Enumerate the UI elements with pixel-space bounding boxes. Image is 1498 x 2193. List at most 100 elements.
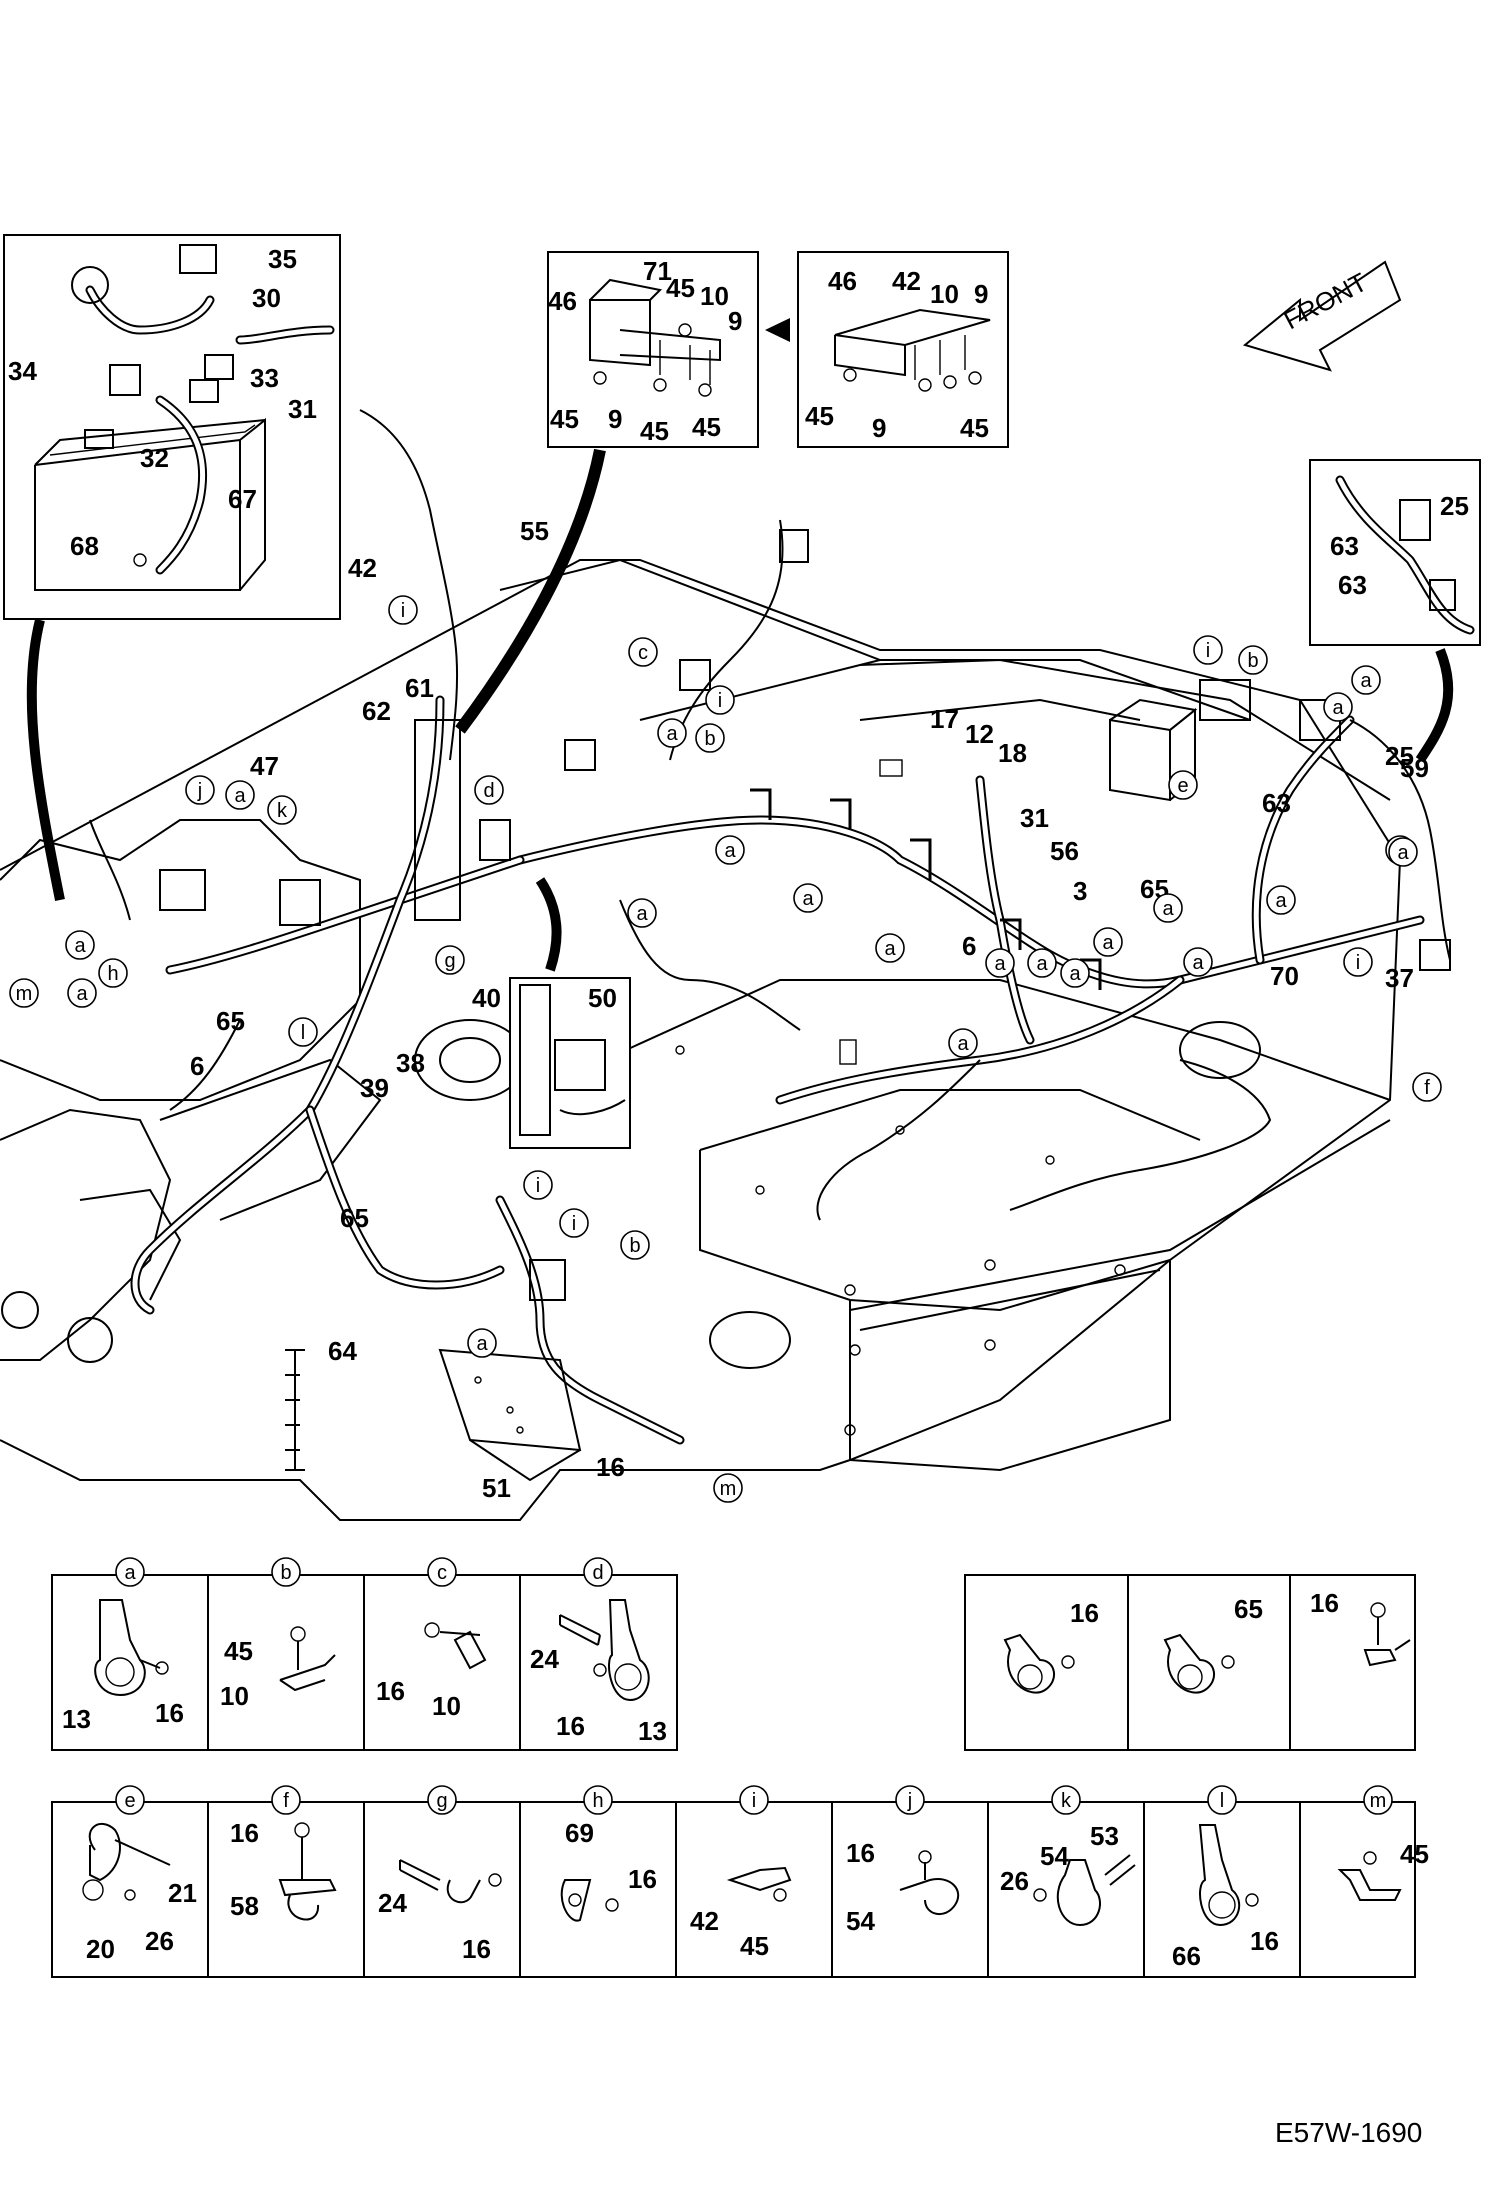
callout-31: 31	[288, 394, 317, 424]
callout-3: 3	[1073, 876, 1087, 906]
letter-marker-a: a	[1323, 692, 1353, 722]
callout-35: 35	[268, 244, 297, 274]
callout-66: 66	[1172, 1941, 1201, 1971]
letter-marker-a: a	[985, 948, 1015, 978]
letter-marker-i: i	[1343, 947, 1373, 977]
letter-text: m	[16, 983, 33, 1005]
letter-text: b	[1247, 650, 1258, 672]
letter-text: a	[666, 723, 678, 745]
letter-text: a	[124, 1562, 136, 1584]
letter-marker-a: a	[1153, 893, 1183, 923]
letter-marker-a: a	[67, 978, 97, 1008]
callout-65: 65	[216, 1006, 245, 1036]
letter-marker-i: i	[388, 595, 418, 625]
letter-marker-c: c	[427, 1557, 457, 1587]
relay-inset	[509, 977, 631, 1149]
letter-marker-g: g	[435, 945, 465, 975]
callout-62: 62	[362, 696, 391, 726]
letter-text: a	[802, 888, 814, 910]
letter-marker-i: i	[1193, 635, 1223, 665]
letter-marker-a: a	[1060, 958, 1090, 988]
letter-marker-a: a	[948, 1028, 978, 1058]
callout-65: 65	[1234, 1594, 1263, 1624]
letter-text: i	[572, 1213, 576, 1235]
letter-text: g	[436, 1790, 447, 1812]
callout-39: 39	[360, 1073, 389, 1103]
front-label: FRONT	[1279, 267, 1372, 336]
callout-16: 16	[462, 1934, 491, 1964]
letter-marker-i: i	[523, 1170, 553, 1200]
callout-13: 13	[638, 1716, 667, 1746]
letter-marker-a: a	[225, 780, 255, 810]
callout-numbers: 35 30 34 33 31 32 67 68 71 46 45 10 9 45…	[8, 244, 1469, 1503]
letter-marker-j: j	[895, 1785, 925, 1815]
callout-33: 33	[250, 363, 279, 393]
letter-marker-g: g	[427, 1785, 457, 1815]
bracket-inset-right	[797, 251, 1009, 448]
letter-marker-a: a	[1183, 947, 1213, 977]
callout-71: 71	[643, 256, 672, 286]
letter-text: a	[1275, 890, 1287, 912]
chassis-drawing	[0, 558, 1402, 1521]
letter-text: a	[1102, 932, 1114, 954]
pointer-wedge	[1415, 648, 1454, 763]
letter-marker-b: b	[620, 1230, 650, 1260]
callout-69: 69	[565, 1818, 594, 1848]
letter-text: j	[197, 780, 202, 802]
front-arrow	[1242, 260, 1402, 372]
callout-16: 16	[155, 1698, 184, 1728]
letter-marker-f: f	[1412, 1072, 1442, 1102]
letter-marker-a: a	[1388, 837, 1418, 867]
callout-9: 9	[974, 279, 988, 309]
connector-inset-right	[1309, 459, 1481, 763]
letter-text: a	[476, 1333, 488, 1355]
arrow-icon	[765, 318, 790, 342]
letter-text: h	[107, 963, 118, 985]
callout-17: 17	[930, 704, 959, 734]
callout-21: 21	[168, 1878, 197, 1908]
callout-18: 18	[998, 738, 1027, 768]
letter-marker-i: i	[739, 1785, 769, 1815]
callout-26: 26	[1000, 1866, 1029, 1896]
letter-markers: iciabdjakghaamlaaaaaaaaaaaibaaeaifaaibia…	[9, 595, 1442, 1503]
callout-37: 37	[1385, 963, 1414, 993]
callout-45: 45	[740, 1931, 769, 1961]
callout-10: 10	[930, 279, 959, 309]
callout-24: 24	[530, 1644, 559, 1674]
callout-63: 63	[1338, 570, 1367, 600]
callout-61: 61	[405, 673, 434, 703]
letter-text: f	[283, 1790, 289, 1812]
letter-text: e	[124, 1790, 135, 1812]
letter-marker-d: d	[583, 1557, 613, 1587]
letter-text: c	[437, 1562, 447, 1584]
callout-34: 34	[8, 356, 37, 386]
callout-63: 63	[1262, 788, 1291, 818]
letter-marker-i: i	[559, 1208, 589, 1238]
letter-marker-f: f	[271, 1785, 301, 1815]
letter-marker-b: b	[271, 1557, 301, 1587]
letter-text: i	[752, 1790, 756, 1812]
letter-marker-a: a	[793, 883, 823, 913]
callout-64: 64	[328, 1336, 357, 1366]
pointer-wedge	[26, 618, 65, 901]
letter-marker-a: a	[467, 1328, 497, 1358]
callout-20: 20	[86, 1934, 115, 1964]
letter-text: a	[1162, 898, 1174, 920]
callout-47: 47	[250, 751, 279, 781]
figure-code: E57W-1690	[1275, 2117, 1422, 2148]
callout-42: 42	[348, 553, 377, 583]
mounting-plate-51	[438, 1348, 582, 1482]
letter-marker-a: a	[715, 835, 745, 865]
letter-marker-a: a	[1027, 948, 1057, 978]
letter-text: b	[280, 1562, 291, 1584]
letter-marker-a: a	[657, 718, 687, 748]
callout-46: 46	[548, 286, 577, 316]
letter-text: d	[483, 780, 494, 802]
callout-59: 59	[1400, 753, 1429, 783]
callout-26: 26	[145, 1926, 174, 1956]
callout-45: 45	[640, 416, 669, 446]
letter-text: c	[638, 642, 648, 664]
letter-text: a	[724, 840, 736, 862]
callout-45: 45	[224, 1636, 253, 1666]
